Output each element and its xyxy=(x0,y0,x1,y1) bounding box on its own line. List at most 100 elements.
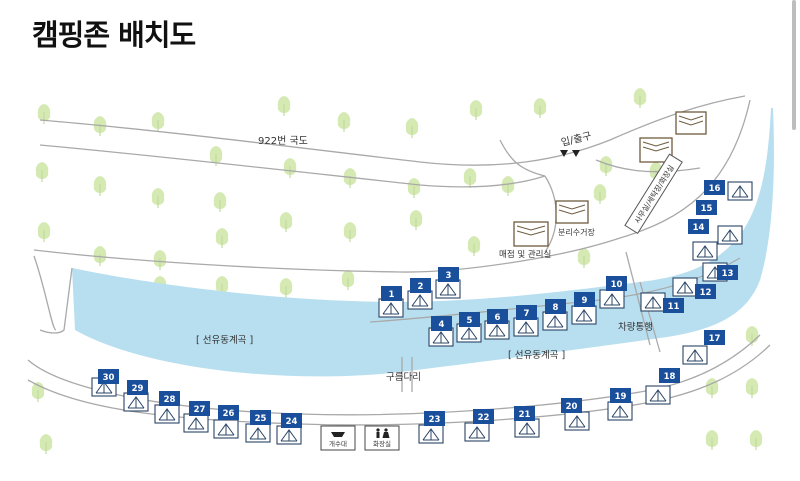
tree-icon xyxy=(35,162,49,182)
site-number-badge: 12 xyxy=(695,284,716,299)
site-number-badge: 30 xyxy=(98,369,119,384)
sink-label: 개수대 xyxy=(329,439,347,448)
tree-icon xyxy=(405,118,419,138)
tree-icon xyxy=(93,246,107,266)
site-number-label: 10 xyxy=(611,280,623,290)
tent-icon xyxy=(640,292,666,312)
tree-icon xyxy=(39,434,53,454)
site-number-label: 27 xyxy=(194,405,206,415)
tent-icon xyxy=(571,305,597,325)
site-number-label: 17 xyxy=(709,334,721,344)
tent-icon xyxy=(407,290,433,310)
site-number-label: 13 xyxy=(722,269,734,279)
tree-icon xyxy=(407,178,421,198)
campsite-20[interactable]: 20 xyxy=(561,398,590,431)
campsite-21[interactable]: 21 xyxy=(514,406,540,438)
site-number-badge: 6 xyxy=(487,309,508,324)
tent-icon xyxy=(154,404,180,424)
site-number-badge: 13 xyxy=(717,265,738,280)
campsite-1[interactable]: 1 xyxy=(378,286,404,318)
campsite-11[interactable]: 11 xyxy=(640,292,684,313)
site-number-label: 4 xyxy=(439,320,445,330)
site-number-badge: 29 xyxy=(127,380,148,395)
tent-icon xyxy=(645,385,671,405)
site-number-label: 15 xyxy=(701,204,713,214)
campsite-28[interactable]: 28 xyxy=(154,391,180,424)
site-number-label: 16 xyxy=(709,184,721,194)
campsite-23[interactable]: 23 xyxy=(418,411,445,444)
campsite-24[interactable]: 24 xyxy=(276,413,302,445)
campsite-22[interactable]: 22 xyxy=(464,409,494,442)
tent-icon xyxy=(682,345,708,365)
campsite-6[interactable]: 6 xyxy=(484,309,510,340)
tree-icon xyxy=(343,222,357,242)
site-number-badge: 9 xyxy=(574,292,595,307)
tent-icon xyxy=(692,241,718,261)
campsite-17[interactable]: 17 xyxy=(682,330,725,365)
site-number-label: 1 xyxy=(389,290,395,300)
tree-icon xyxy=(37,104,51,124)
tree-icon xyxy=(633,88,647,108)
site-number-badge: 19 xyxy=(610,388,631,403)
campsite-10[interactable]: 10 xyxy=(599,276,627,309)
shop-label: 매점 및 관리실 xyxy=(499,249,551,260)
tree-icon xyxy=(533,98,547,118)
campsite-7[interactable]: 7 xyxy=(513,305,539,337)
site-number-label: 19 xyxy=(615,392,627,402)
restroom-facility: 화장실 xyxy=(364,425,400,451)
site-number-label: 20 xyxy=(566,402,578,412)
tree-icon xyxy=(151,188,165,208)
site-number-badge: 3 xyxy=(438,267,459,282)
tree-icon xyxy=(283,158,297,178)
tree-icon xyxy=(599,156,613,176)
tent-icon xyxy=(245,423,271,443)
entrance-arrows-icon xyxy=(560,150,580,157)
tree-icon xyxy=(469,100,483,120)
campsite-12[interactable]: 12 xyxy=(672,277,716,299)
building-icon xyxy=(513,221,549,247)
campsite-15[interactable]: 15 xyxy=(696,200,743,245)
building-icon xyxy=(675,111,707,135)
tree-icon xyxy=(209,146,223,166)
campsite-26[interactable]: 26 xyxy=(213,405,239,439)
tree-icon xyxy=(463,168,477,188)
tree-icon xyxy=(215,228,229,248)
campsite-25[interactable]: 25 xyxy=(245,410,271,443)
campsite-19[interactable]: 19 xyxy=(607,388,633,421)
site-number-label: 18 xyxy=(664,372,676,382)
tree-icon xyxy=(341,270,355,290)
campsite-18[interactable]: 18 xyxy=(645,368,680,405)
tree-icon xyxy=(749,430,763,450)
site-number-label: 3 xyxy=(446,271,452,281)
site-number-badge: 16 xyxy=(704,180,725,195)
site-number-badge: 18 xyxy=(659,368,680,383)
site-number-label: 24 xyxy=(286,417,298,427)
tent-icon xyxy=(213,419,239,439)
campsite-5[interactable]: 5 xyxy=(456,312,482,343)
site-number-badge: 15 xyxy=(696,200,717,215)
campsite-30[interactable]: 30 xyxy=(91,369,119,397)
sink-icon xyxy=(331,432,345,437)
campsite-13[interactable]: 13 xyxy=(702,262,738,282)
campsite-16[interactable]: 16 xyxy=(704,180,753,201)
site-number-label: 9 xyxy=(582,296,588,306)
campsite-4[interactable]: 4 xyxy=(428,316,454,347)
campsite-9[interactable]: 9 xyxy=(571,292,597,325)
site-number-label: 25 xyxy=(255,414,267,424)
campsite-27[interactable]: 27 xyxy=(183,401,210,433)
campsite-29[interactable]: 29 xyxy=(123,380,149,412)
campsite-14[interactable]: 14 xyxy=(688,219,718,261)
site-number-badge: 27 xyxy=(189,401,210,416)
site-number-label: 28 xyxy=(164,395,176,405)
campsite-2[interactable]: 2 xyxy=(407,278,433,310)
stream-water xyxy=(72,108,774,377)
campsite-8[interactable]: 8 xyxy=(542,299,568,331)
tent-icon xyxy=(276,425,302,445)
site-number-badge: 26 xyxy=(218,405,239,420)
site-number-badge: 7 xyxy=(516,305,537,320)
stream-label-left: [ 선유동계곡 ] xyxy=(196,334,253,346)
tree-icon xyxy=(501,176,515,196)
scrollbar[interactable] xyxy=(792,0,796,130)
campsite-3[interactable]: 3 xyxy=(435,267,461,299)
